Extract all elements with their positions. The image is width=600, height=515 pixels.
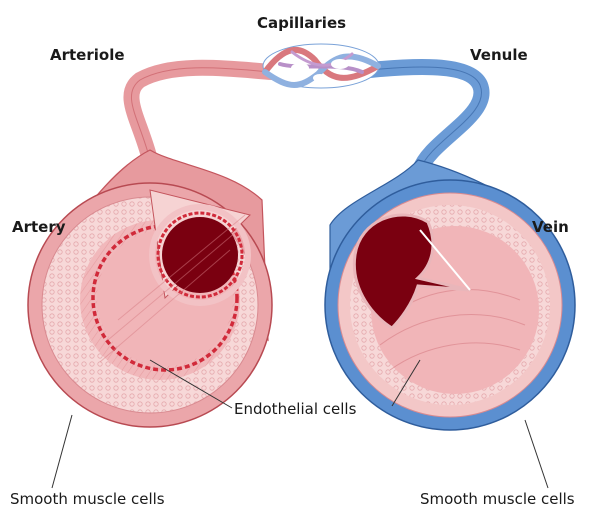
- label-venule: Venule: [470, 46, 528, 64]
- label-vein: Vein: [532, 218, 569, 236]
- artery-vessel: [28, 150, 272, 427]
- vein-vessel: [325, 160, 575, 430]
- label-endothelial-cells: Endothelial cells: [234, 400, 356, 418]
- arteriole-vessel: [131, 68, 272, 160]
- artery-lumen: [162, 217, 238, 293]
- capillary-bed: [263, 44, 379, 88]
- label-capillaries: Capillaries: [257, 14, 346, 32]
- label-artery: Artery: [12, 218, 66, 236]
- label-smooth-muscle-left: Smooth muscle cells: [10, 490, 165, 508]
- venule-vessel: [370, 67, 482, 170]
- label-smooth-muscle-right: Smooth muscle cells: [420, 490, 575, 508]
- label-arteriole: Arteriole: [50, 46, 125, 64]
